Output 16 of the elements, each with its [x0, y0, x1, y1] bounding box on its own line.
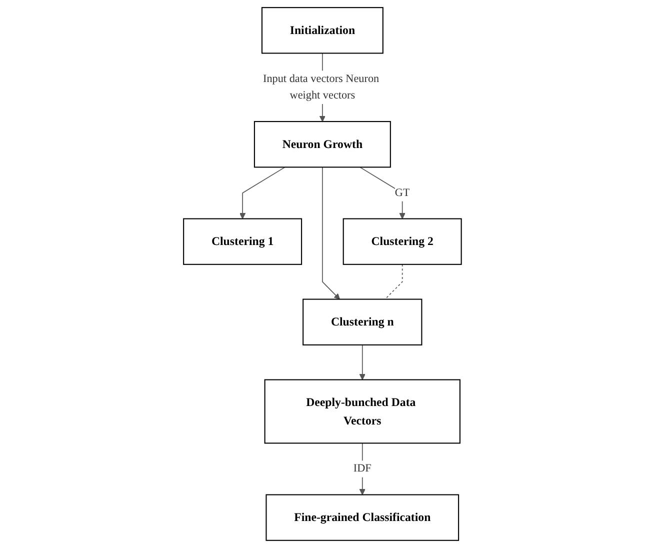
- edge-label: Input data vectors Neuron weight vectors: [263, 72, 380, 102]
- node-box: Neuron Growth: [254, 121, 391, 168]
- node-box: Initialization: [262, 7, 384, 54]
- arrow: [359, 344, 366, 380]
- node-box: Deeply-bunched Data Vectors: [264, 379, 461, 444]
- arrow: [322, 166, 340, 300]
- arrow: [360, 166, 406, 220]
- connector: [384, 264, 403, 300]
- arrow: [359, 442, 366, 496]
- edge-label: IDF: [353, 462, 372, 475]
- node-box: Fine-grained Classification: [266, 494, 460, 541]
- edge-label: GT: [394, 186, 410, 199]
- arrow: [240, 166, 286, 220]
- node-box: Clustering 2: [342, 218, 462, 265]
- node-box: Clustering n: [302, 298, 422, 346]
- node-box: Clustering 1: [183, 218, 302, 265]
